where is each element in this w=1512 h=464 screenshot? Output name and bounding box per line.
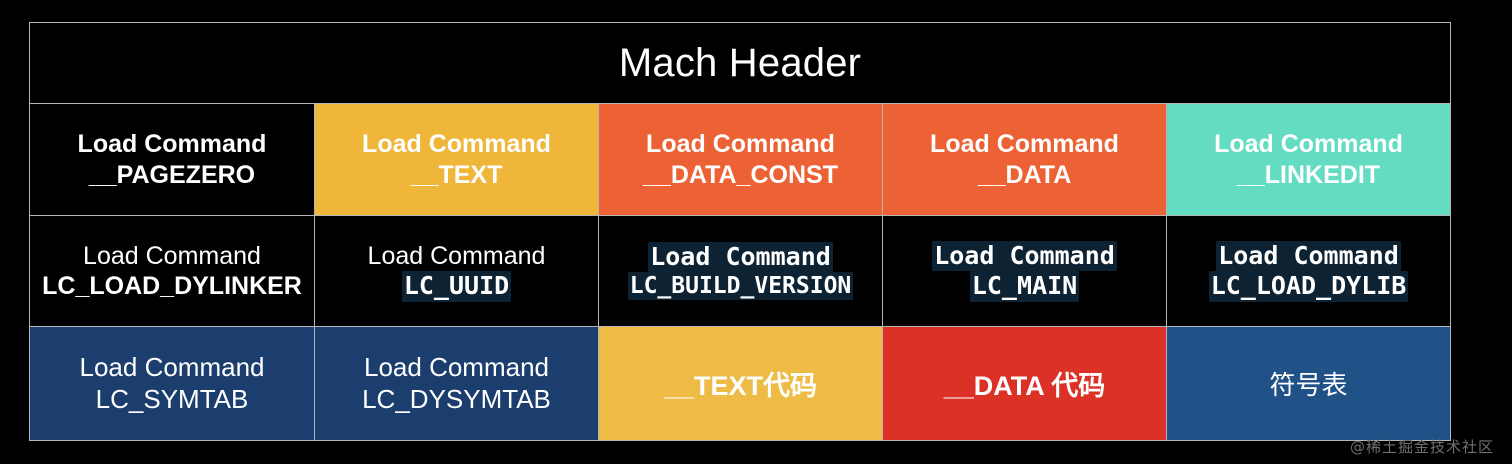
cell-line-bottom: LC_DYSYMTAB xyxy=(362,383,551,414)
cell-line-bottom: LC_LOAD_DYLIB xyxy=(1208,271,1409,302)
cell-line-top: Load Command xyxy=(362,130,551,158)
cell-load-command-lc-main: Load Command LC_MAIN xyxy=(882,215,1167,327)
cell-line-bottom: LC_MAIN xyxy=(969,271,1080,302)
page-title: Mach Header xyxy=(618,41,862,85)
cell-text-section-payload: __TEXT代码 xyxy=(598,326,883,441)
table-row-mach-header: Mach Header xyxy=(28,22,1452,104)
table-row-load-command-segments: Load Command __PAGEZERO Load Command __T… xyxy=(29,103,1452,216)
cell-symbol-table-payload: 符号表 xyxy=(1165,326,1452,441)
cell-line-top: Load Command xyxy=(646,130,835,158)
cell-line-bottom: __TEXT xyxy=(410,160,503,189)
cell-label: __DATA 代码 xyxy=(943,371,1106,401)
cell-load-command-lc-uuid: Load Command LC_UUID xyxy=(314,215,599,327)
cell-label: 符号表 xyxy=(1269,370,1348,400)
cell-load-command-lc-load-dylinker: Load Command LC_LOAD_DYLINKER xyxy=(29,215,315,327)
mach-header-cell: Mach Header xyxy=(28,22,1452,104)
table-row-load-command-misc: Load Command LC_LOAD_DYLINKER Load Comma… xyxy=(29,215,1452,327)
mach-o-layout-table: Mach Header Load Command __PAGEZERO Load… xyxy=(28,22,1452,441)
cell-load-command-lc-load-dylib: Load Command LC_LOAD_DYLIB xyxy=(1165,215,1452,327)
cell-load-command-pagezero: Load Command __PAGEZERO xyxy=(29,103,315,216)
cell-line-top: Load Command xyxy=(83,241,261,270)
cell-load-command-text: Load Command __TEXT xyxy=(314,103,599,216)
cell-label: __TEXT代码 xyxy=(663,371,818,401)
cell-line-top: Load Command xyxy=(930,130,1119,158)
cell-load-command-data: Load Command __DATA xyxy=(882,103,1167,216)
cell-line-top: Load Command xyxy=(932,240,1117,271)
table-row-segment-contents: Load Command LC_SYMTAB Load Command LC_D… xyxy=(29,326,1452,441)
cell-data-section-payload: __DATA 代码 xyxy=(882,326,1167,441)
cell-line-bottom: LC_SYMTAB xyxy=(95,383,249,414)
cell-line-bottom: __LINKEDIT xyxy=(1236,160,1381,189)
cell-line-bottom: LC_LOAD_DYLINKER xyxy=(42,272,302,300)
cell-load-command-linkedit: Load Command __LINKEDIT xyxy=(1165,103,1452,216)
cell-line-bottom: LC_BUILD_VERSION xyxy=(627,272,854,301)
cell-load-command-data-const: Load Command __DATA_CONST xyxy=(598,103,883,216)
cell-line-top: Load Command xyxy=(1216,240,1401,271)
cell-line-top: Load Command xyxy=(1214,130,1403,158)
cell-line-bottom: __DATA xyxy=(977,160,1072,189)
cell-load-command-lc-build-version: Load Command LC_BUILD_VERSION xyxy=(598,215,883,327)
cell-line-top: Load Command xyxy=(367,241,546,270)
cell-load-command-lc-symtab: Load Command LC_SYMTAB xyxy=(29,326,315,441)
cell-line-top: Load Command xyxy=(364,351,549,382)
cell-line-bottom: __DATA_CONST xyxy=(643,160,838,189)
cell-line-bottom: LC_UUID xyxy=(401,271,512,302)
cell-line-top: Load Command xyxy=(648,241,833,273)
cell-line-top: Load Command xyxy=(77,130,267,158)
cell-line-bottom: __PAGEZERO xyxy=(88,160,256,189)
cell-line-top: Load Command xyxy=(79,351,265,382)
cell-load-command-lc-dysymtab: Load Command LC_DYSYMTAB xyxy=(314,326,599,441)
